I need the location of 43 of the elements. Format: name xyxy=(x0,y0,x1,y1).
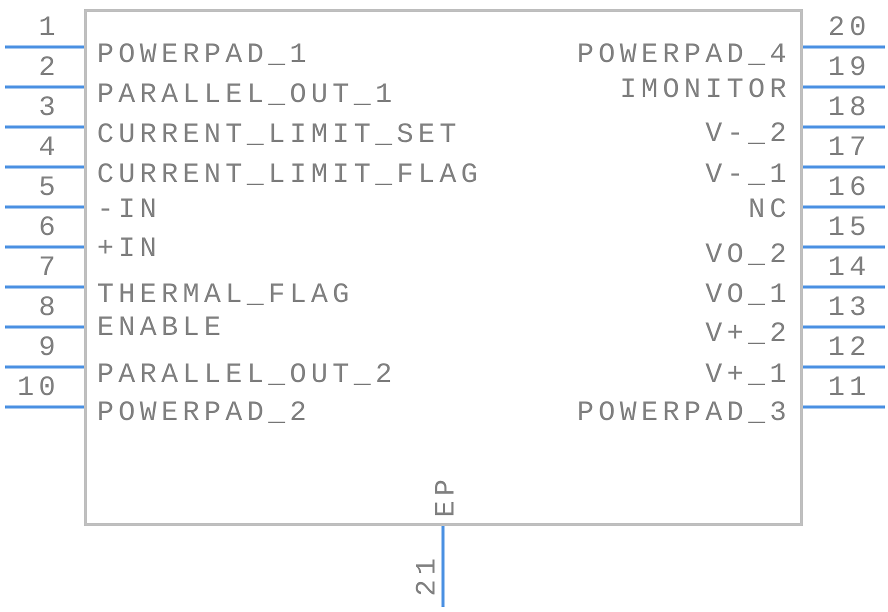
pin-name: V-_1 xyxy=(705,162,791,190)
pin-number: 14 xyxy=(828,255,871,283)
pin-name: IMONITOR xyxy=(620,77,791,105)
pin-name: V+_1 xyxy=(705,362,791,390)
pin-number: 8 xyxy=(38,295,60,323)
pin-name: CURRENT_LIMIT_FLAG xyxy=(97,162,482,190)
pin-number: 5 xyxy=(38,175,60,203)
pin-number: 2 xyxy=(38,55,60,83)
pin-name: POWERPAD_2 xyxy=(97,400,312,428)
pin-number: 9 xyxy=(38,335,60,363)
pin-number: 13 xyxy=(828,295,871,323)
pin-name: EP xyxy=(433,474,462,518)
pin-number: 1 xyxy=(38,15,60,43)
pin-name: V+_2 xyxy=(705,321,791,349)
pin-number: 6 xyxy=(38,215,60,243)
ic-body xyxy=(84,9,803,526)
pin-number: 3 xyxy=(38,95,60,123)
pin-name: VO_2 xyxy=(705,242,791,270)
pin-number: 20 xyxy=(828,15,871,43)
pin-name: +IN xyxy=(97,236,162,264)
pin-name: -IN xyxy=(97,197,162,225)
pin-number: 15 xyxy=(828,215,871,243)
pin-name: PARALLEL_OUT_1 xyxy=(97,82,397,110)
pin-number: 7 xyxy=(38,255,60,283)
pin-number: 18 xyxy=(828,95,871,123)
pin-name: THERMAL_FLAG xyxy=(97,282,354,310)
pin-name: POWERPAD_1 xyxy=(97,42,312,70)
pin-name: ENABLE xyxy=(97,315,226,343)
pin-name: PARALLEL_OUT_2 xyxy=(97,362,397,390)
pin-name: V-_2 xyxy=(705,121,791,149)
pin-number: 10 xyxy=(17,375,60,403)
pin-name: CURRENT_LIMIT_SET xyxy=(97,122,461,150)
pin-number: 16 xyxy=(828,175,871,203)
pin-number: 17 xyxy=(828,135,871,163)
pin-name: POWERPAD_4 xyxy=(576,42,791,70)
pin-number: 19 xyxy=(828,55,871,83)
pin-name: VO_1 xyxy=(705,282,791,310)
pin-number: 21 xyxy=(414,554,442,596)
pin-name: NC xyxy=(748,197,791,225)
pin-number: 4 xyxy=(38,135,60,163)
pin-name: POWERPAD_3 xyxy=(576,400,791,428)
pin-number: 12 xyxy=(828,335,871,363)
pin-number: 11 xyxy=(828,375,871,403)
